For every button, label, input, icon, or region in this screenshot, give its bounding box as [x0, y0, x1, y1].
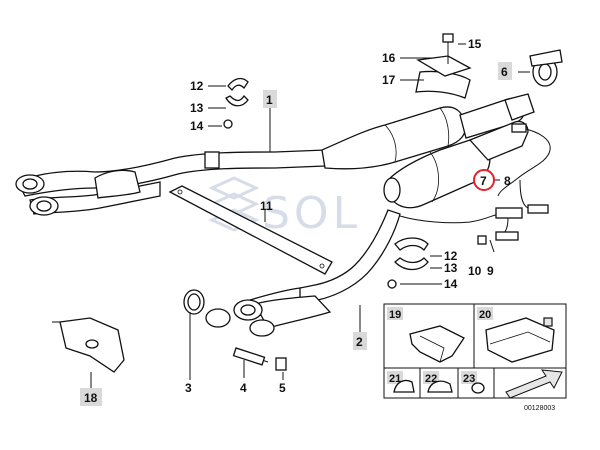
- label-21: 21: [389, 373, 401, 385]
- heat-shield-bracket: [415, 33, 472, 99]
- watermark: SOL: [208, 176, 361, 239]
- heat-shield-18: [52, 317, 125, 373]
- svg-text:SOL: SOL: [262, 188, 361, 239]
- label-13-upper: 13: [190, 101, 204, 115]
- pipe-clamp-lower: [387, 237, 429, 289]
- flange-stud-4: [205, 308, 287, 371]
- drawing-code: 00128003: [524, 405, 555, 412]
- label-9: 9: [487, 264, 494, 278]
- oxygen-sensor-lower: [399, 207, 523, 241]
- small-parts-inset: 19 20 21 22 23: [383, 303, 567, 399]
- support-bracket-11: [168, 185, 333, 275]
- label-1: 1: [266, 93, 273, 107]
- label-12-upper: 12: [190, 79, 204, 93]
- label-23: 23: [463, 373, 475, 385]
- leader-lines: [90, 43, 530, 388]
- label-4: 4: [240, 381, 247, 395]
- label-5: 5: [279, 381, 286, 395]
- label-8: 8: [504, 174, 511, 188]
- label-10: 10: [468, 264, 482, 278]
- label-17: 17: [382, 73, 396, 87]
- label-20: 20: [479, 309, 491, 321]
- label-14-lower: 14: [444, 277, 458, 291]
- front-pipe-lower: [233, 209, 401, 337]
- label-16: 16: [382, 51, 396, 65]
- front-pipe-upper: [15, 149, 326, 216]
- label-7: 7: [480, 174, 487, 188]
- part-labels: 1 2 3 4 5 6 7 8 9 10 11 12 12 13 13 14 1…: [80, 37, 512, 406]
- label-3: 3: [185, 381, 192, 395]
- nut-part-9-10: [477, 235, 495, 253]
- label-12-lower: 12: [444, 249, 458, 263]
- label-22: 22: [425, 373, 437, 385]
- label-19: 19: [389, 309, 401, 321]
- oxygen-sensor-upper: [497, 123, 551, 214]
- label-15: 15: [468, 37, 482, 51]
- label-11: 11: [260, 199, 273, 213]
- catalytic-converter-upper: [321, 93, 535, 170]
- label-18: 18: [84, 391, 98, 405]
- label-14-upper: 14: [190, 119, 204, 133]
- pipe-clamp-upper: [223, 77, 249, 129]
- clamp-part-6: [529, 49, 563, 87]
- highlight-circle: [473, 169, 495, 191]
- label-13-lower: 13: [444, 261, 458, 275]
- gasket-part-3: [183, 289, 205, 315]
- label-6: 6: [501, 65, 508, 79]
- label-2: 2: [356, 335, 363, 349]
